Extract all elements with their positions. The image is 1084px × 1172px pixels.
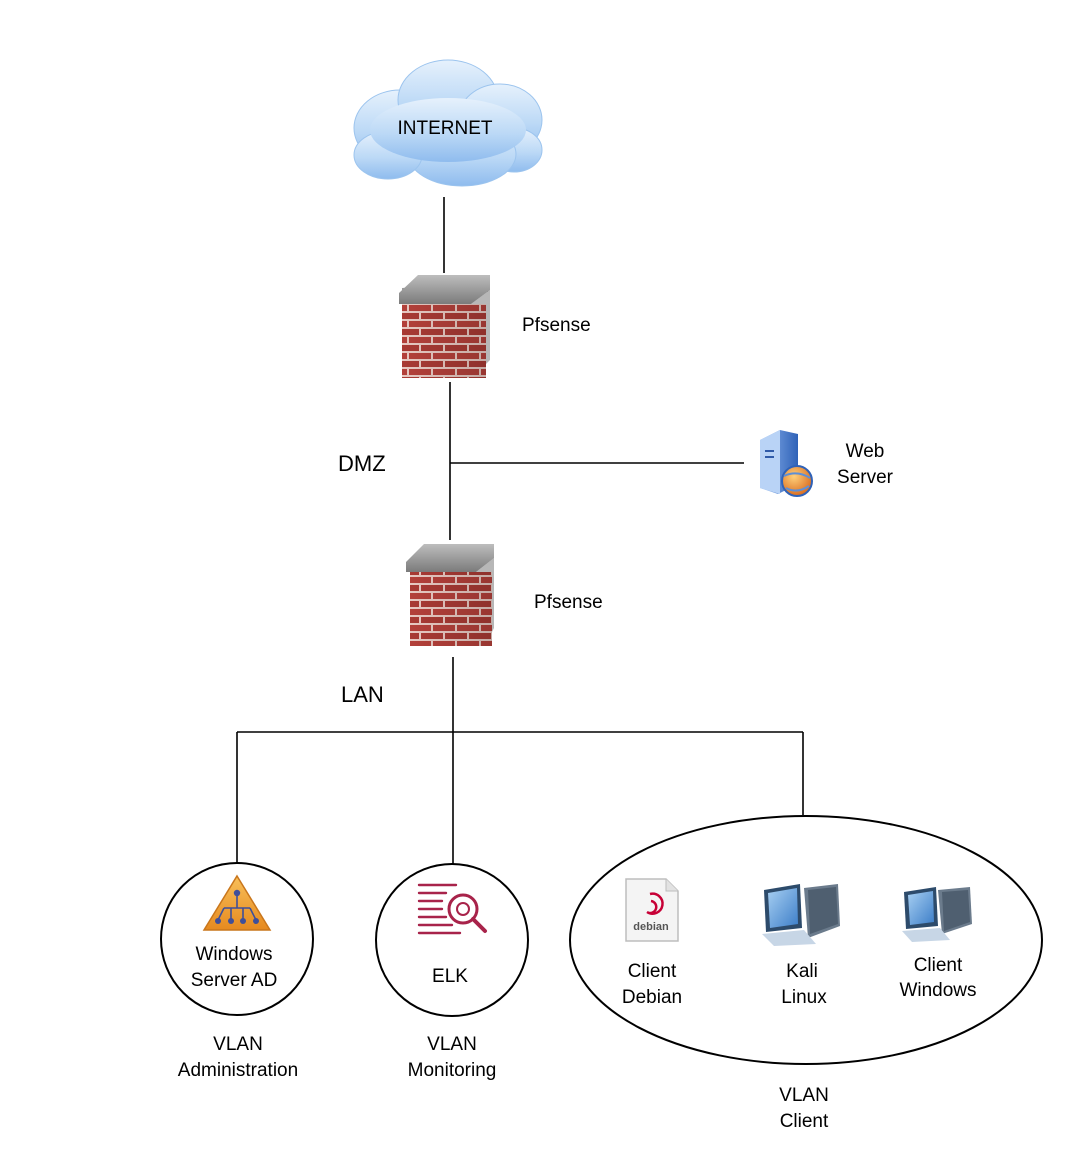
windows-ad-node[interactable]: Windows Server AD [160,862,314,1016]
client-windows-node[interactable]: Client Windows [899,887,977,1001]
pfsense-bottom-label: Pfsense [534,592,603,613]
vlan-administration-zone [160,862,314,1016]
debian-icon-text: debian [633,921,669,933]
vlan-client-label-line1: VLAN [779,1085,829,1106]
workstation-icon [902,887,972,942]
elk-label: ELK [432,966,468,987]
firewall-icon [399,275,490,378]
vlan-monitoring-label-line1: VLAN [427,1034,477,1055]
client-windows-label-line2: Windows [899,980,976,1001]
kali-linux-label-line2: Linux [781,987,827,1008]
pfsense-top-label: Pfsense [522,315,591,336]
dmz-label: DMZ [338,451,386,476]
windows-ad-label-line2: Server AD [191,970,278,991]
client-debian-label-line1: Client [628,961,677,982]
vlan-client-label-line2: Client [780,1111,829,1132]
firewall-icon [406,544,494,646]
log-search-icon [417,883,487,935]
kali-linux-node[interactable]: Kali Linux [762,884,840,1008]
workstation-icon [762,884,840,946]
web-server-label-line2: Server [837,467,894,488]
windows-ad-label-line1: Windows [195,944,272,965]
lan-label: LAN [341,682,384,707]
cloud-icon [353,59,543,187]
web-server-node[interactable]: Web Server [760,430,894,497]
client-debian-label-line2: Debian [622,987,682,1008]
vlan-administration-label-line2: Administration [178,1060,298,1081]
web-server-label-line1: Web [846,441,885,462]
client-debian-node[interactable]: debian Client Debian [622,878,682,1008]
pfsense-top-node[interactable]: Pfsense [399,275,591,378]
internet-label: INTERNET [398,118,493,139]
elk-node[interactable]: ELK [375,863,529,1017]
vlan-monitoring-label-line2: Monitoring [408,1060,497,1081]
kali-linux-label-line1: Kali [786,961,818,982]
web-server-icon [760,430,813,497]
internet-node[interactable]: INTERNET [353,59,543,187]
vlan-administration-label-line1: VLAN [213,1034,263,1055]
vlan-monitoring-zone [375,863,529,1017]
client-windows-label-line1: Client [914,955,963,976]
debian-icon: debian [625,878,679,942]
pfsense-bottom-node[interactable]: Pfsense [406,544,603,646]
directory-hierarchy-icon [202,874,272,931]
